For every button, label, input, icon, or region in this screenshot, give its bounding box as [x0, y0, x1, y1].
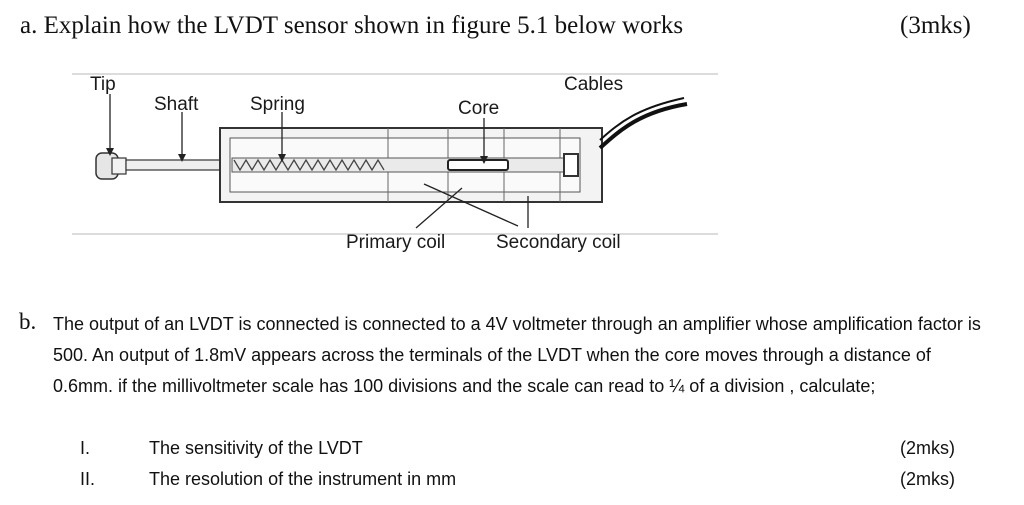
subpart-2-text: The resolution of the instrument in mm — [149, 469, 457, 489]
label-core: Core — [458, 98, 499, 119]
lvdt-core — [447, 159, 509, 171]
subpart-2-number: II. — [80, 469, 96, 489]
subpart-1-marks: (2mks) — [900, 438, 955, 458]
question-b-letter: b. — [19, 309, 37, 334]
label-tip: Tip — [90, 74, 116, 95]
lvdt-cable — [598, 102, 688, 150]
question-a-text: a. Explain how the LVDT sensor shown in … — [20, 12, 684, 39]
lvdt-spring — [233, 158, 385, 172]
subpart-1-number: I. — [80, 438, 91, 458]
label-secondary-coil: Secondary coil — [496, 232, 621, 253]
subpart-2-marks: (2mks) — [900, 469, 955, 489]
label-shaft: Shaft — [154, 94, 199, 115]
question-a-marks: (3mks) — [900, 12, 971, 39]
lvdt-figure: Tip Shaft Spring Core Cables Primary coi… — [72, 68, 718, 258]
label-cables: Cables — [564, 74, 623, 95]
question-b-paragraph: The output of an LVDT is connected is co… — [53, 314, 981, 396]
lvdt-shaft — [125, 159, 221, 171]
label-spring: Spring — [250, 94, 305, 115]
label-primary-coil: Primary coil — [346, 232, 445, 253]
subpart-1-text: The sensitivity of the LVDT — [149, 438, 363, 458]
